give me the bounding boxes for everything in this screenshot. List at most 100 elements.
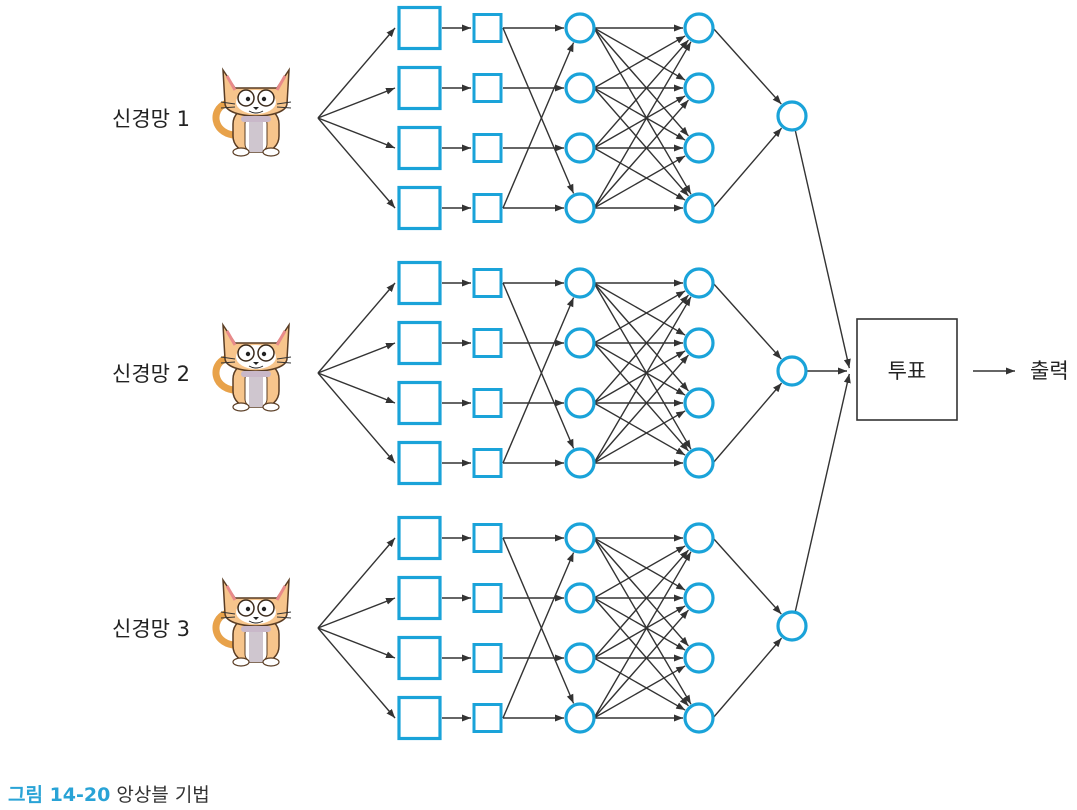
hidden-node — [564, 12, 596, 44]
dense-arrow — [593, 27, 686, 81]
hidden-node — [564, 522, 596, 554]
pool-square — [472, 193, 503, 223]
pool-square — [472, 328, 503, 358]
dense-arrow — [593, 342, 689, 452]
fan-arrow — [317, 342, 396, 374]
fan-arrow — [317, 117, 396, 149]
dense-arrow — [593, 296, 692, 464]
fan-arrow — [317, 597, 396, 629]
merge-arrow — [712, 127, 783, 209]
pool-arrow — [502, 27, 575, 194]
hidden-node — [564, 132, 596, 164]
pool-square — [472, 523, 503, 553]
dense-arrow — [593, 39, 689, 149]
pool-square — [472, 13, 503, 43]
dense-arrow — [593, 147, 686, 201]
cat-icon — [216, 580, 291, 666]
fan-arrow — [317, 282, 396, 374]
merge-arrow — [712, 537, 782, 615]
hidden-node — [564, 327, 596, 359]
feature-square — [397, 5, 442, 51]
fan-arrow — [317, 627, 396, 719]
cat-icon — [216, 325, 291, 411]
hidden-node — [564, 702, 596, 734]
hidden-node — [564, 387, 596, 419]
fan-arrow — [317, 537, 396, 629]
feature-square — [397, 575, 442, 621]
dense-arrow — [593, 155, 686, 209]
hidden-node — [564, 582, 596, 614]
dense-arrow — [593, 410, 686, 464]
feature-square — [397, 185, 442, 231]
dense-arrow — [593, 35, 686, 89]
pool-arrow — [502, 42, 575, 209]
pool-arrow — [502, 537, 575, 704]
dense-arrow — [593, 350, 686, 404]
dense-arrow — [593, 41, 692, 209]
dense-arrow — [593, 657, 686, 711]
dense-arrow — [593, 605, 686, 659]
feature-square — [397, 380, 442, 426]
dense-arrow — [593, 282, 686, 336]
output-node — [683, 447, 715, 479]
network-output-node — [776, 100, 808, 132]
pool-square — [472, 448, 503, 478]
pool-square — [472, 268, 503, 298]
hidden-node — [564, 192, 596, 224]
fan-arrow — [317, 372, 396, 404]
vote-box — [856, 318, 958, 421]
hidden-node — [564, 447, 596, 479]
output-node — [683, 522, 715, 554]
merge-arrow — [712, 637, 783, 719]
dense-arrow — [593, 87, 689, 197]
pool-arrow — [502, 282, 575, 449]
dense-arrow — [593, 290, 686, 344]
output-label: 출력 — [1030, 359, 1069, 383]
output-node — [683, 132, 715, 164]
dense-arrow — [593, 27, 692, 195]
pool-square — [472, 583, 503, 613]
dense-arrow — [593, 597, 689, 707]
dense-arrow — [593, 99, 689, 209]
dense-arrow — [593, 609, 689, 719]
output-node — [683, 642, 715, 674]
feature-square — [397, 65, 442, 111]
dense-arrow — [593, 537, 692, 705]
dense-arrow — [593, 545, 686, 599]
merge-arrow — [712, 282, 782, 360]
fan-arrow — [317, 87, 396, 119]
connection-lines — [317, 24, 851, 722]
output-node — [683, 72, 715, 104]
output-node — [683, 192, 715, 224]
network-output-node — [776, 355, 808, 387]
network-output-node — [776, 610, 808, 642]
dense-arrow — [593, 87, 686, 141]
pool-arrow — [502, 297, 575, 464]
fan-arrow — [317, 117, 396, 209]
feature-square — [397, 515, 442, 561]
pool-arrow — [502, 552, 575, 719]
network-label: 신경망 3 — [112, 617, 190, 641]
output-node — [683, 387, 715, 419]
output-node — [683, 12, 715, 44]
vote-label: 투표 — [888, 359, 927, 383]
merge-arrow — [712, 27, 782, 105]
fan-arrow — [317, 27, 396, 119]
pool-square — [472, 388, 503, 418]
pool-square — [472, 703, 503, 733]
dense-arrow — [593, 354, 689, 464]
hidden-node — [564, 72, 596, 104]
pool-square — [472, 643, 503, 673]
dense-arrow — [593, 27, 689, 137]
output-node — [683, 702, 715, 734]
dense-arrow — [593, 342, 686, 396]
dense-arrow — [593, 294, 689, 404]
cat-icons — [216, 70, 291, 666]
feature-square — [397, 320, 442, 366]
dense-arrow — [593, 95, 686, 149]
dense-arrow — [593, 665, 686, 719]
dense-arrow — [593, 537, 689, 647]
hidden-node — [564, 642, 596, 674]
